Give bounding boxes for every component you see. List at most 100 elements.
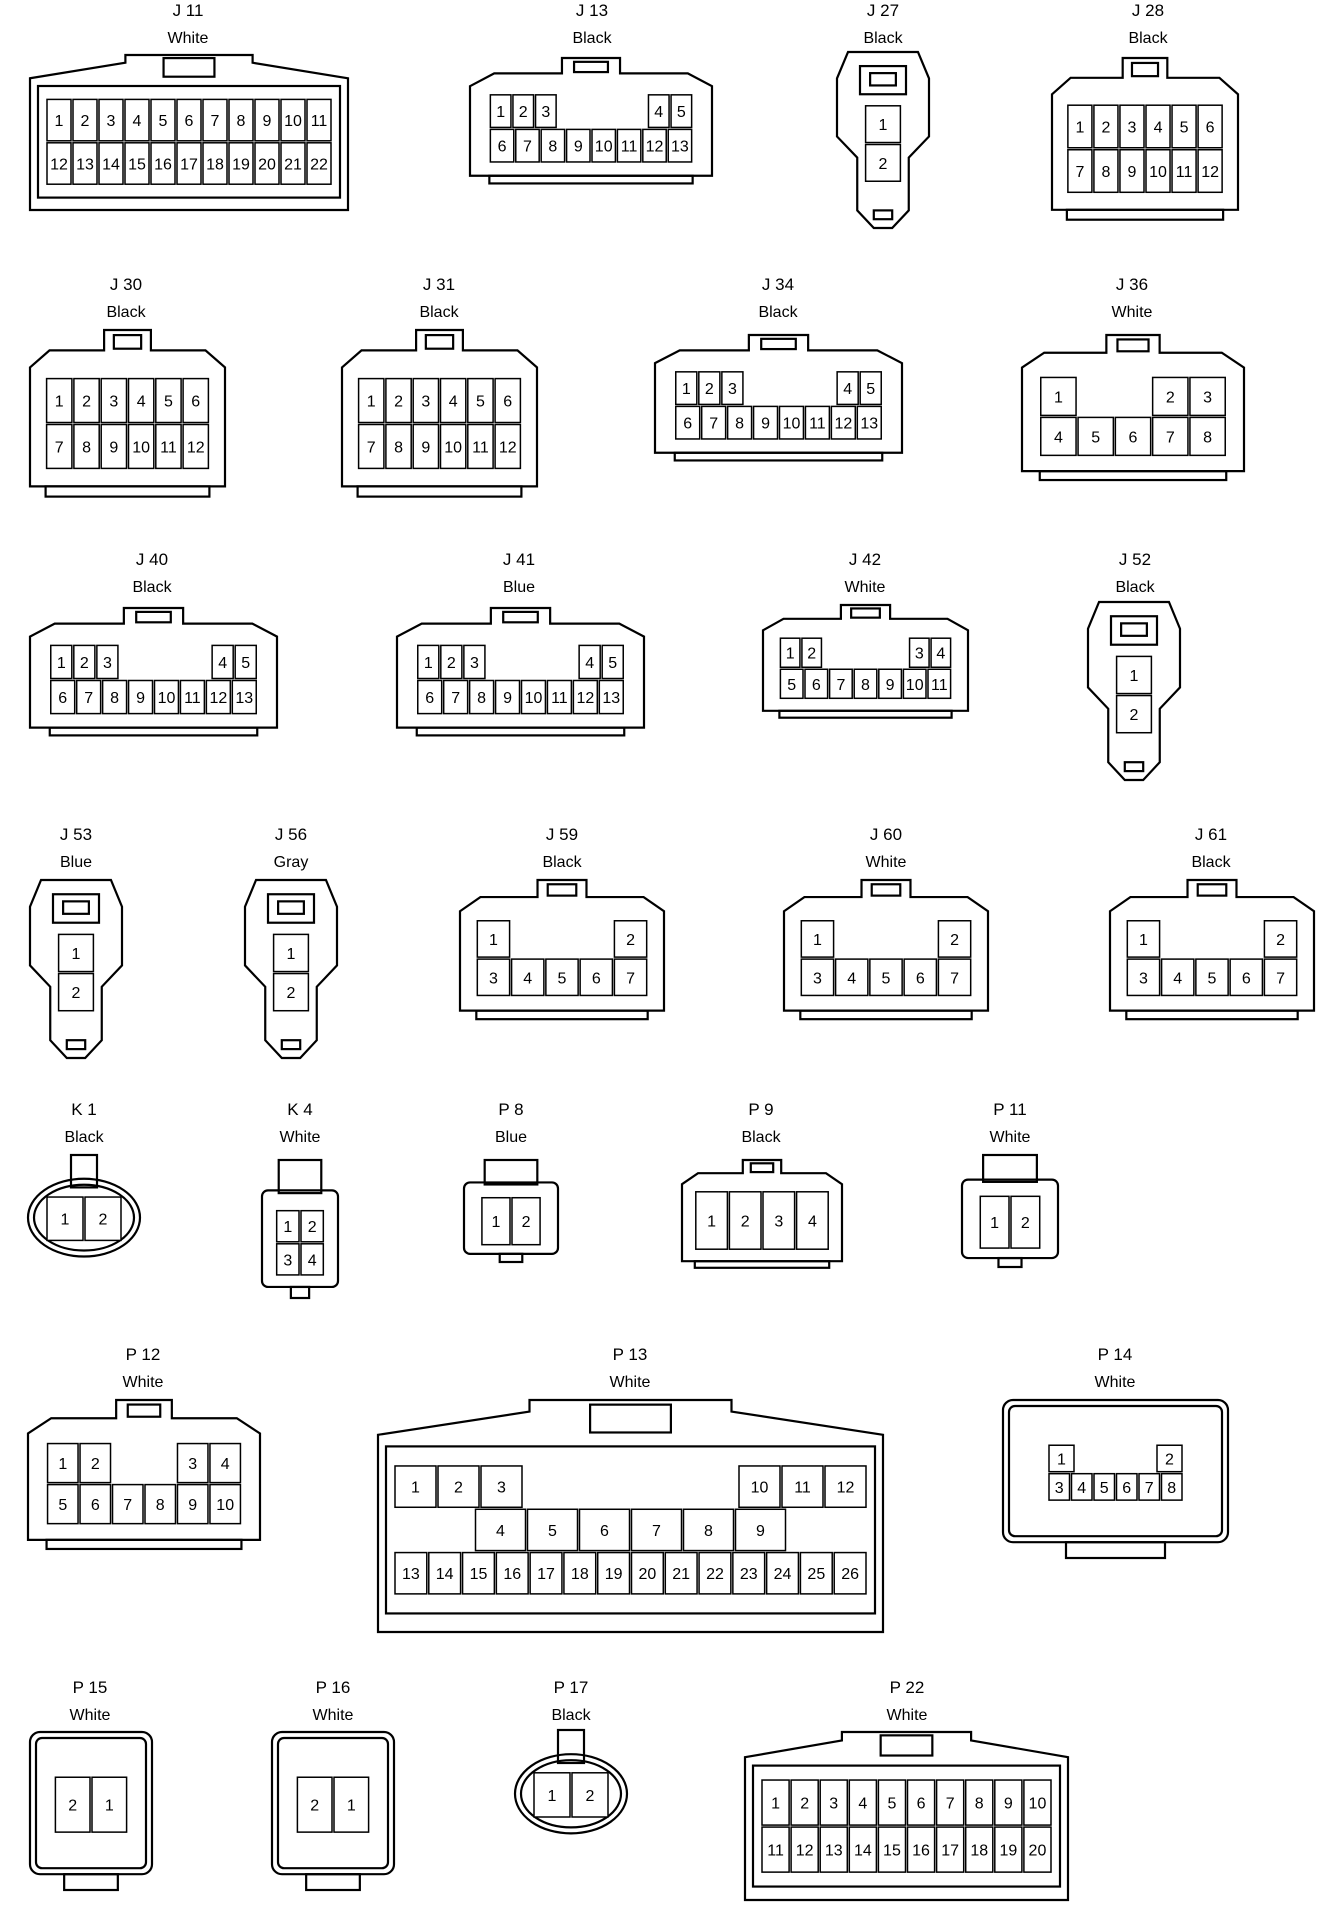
connector-j40-pin-cavity	[205, 679, 232, 715]
connector-j41-pin-number: 1	[424, 655, 433, 672]
connector-p13-pin-number: 8	[704, 1523, 713, 1540]
connector-j41-pin-number: 2	[447, 655, 456, 672]
connector-j13-pin-cavity	[540, 128, 566, 163]
connector-p13-pin-cavity	[732, 1551, 766, 1595]
connector-p12-pin-number: 8	[156, 1497, 165, 1514]
connector-k4-id: K 4	[287, 1100, 313, 1119]
connector-j11-pin-number: 2	[81, 113, 90, 130]
connector-j34-pin-number: 5	[866, 381, 875, 398]
connector-j41-pin-cavity	[417, 679, 443, 715]
connector-p12-color: White	[123, 1374, 164, 1391]
connector-j31-pin-cavity	[494, 423, 522, 470]
connector-j11-pin-cavity	[280, 98, 306, 142]
connector-p22-pin-cavity	[819, 1779, 849, 1826]
connector-p14-pin-number: 3	[1055, 1480, 1064, 1497]
connector-j41-pin-cavity	[598, 679, 624, 715]
connector-j30-pin-cavity	[155, 423, 182, 470]
connector-j11-pin-cavity	[124, 98, 150, 142]
connector-j30-pin-number: 11	[160, 439, 177, 456]
connector-j60-pin-cavity	[937, 958, 972, 997]
connector-j28-pin-cavity	[1119, 149, 1145, 194]
connector-j34-pin-number: 2	[705, 381, 714, 398]
connector-j11-pin-cavity	[280, 142, 306, 185]
connector-j36-color: White	[1112, 304, 1153, 321]
connector-k1-pin-cavity	[84, 1196, 122, 1242]
connector-p13-pin-number: 22	[706, 1566, 724, 1583]
connector-p12-pin-number: 9	[188, 1497, 197, 1514]
connector-j11-pin-number: 4	[133, 113, 142, 130]
connector-p13-pin-number: 24	[774, 1566, 792, 1583]
connector-j31-pin-number: 5	[476, 394, 485, 411]
connector-j30-pin-cavity	[45, 423, 73, 470]
connector-j34-pin-cavity	[698, 371, 721, 406]
connector-j41-pin-number: 4	[585, 655, 594, 672]
connector-j41-color: Blue	[503, 579, 535, 596]
connector-j28-pin-number: 8	[1101, 164, 1110, 181]
connector-j30-pin-number: 1	[55, 394, 64, 411]
connector-j60-pin-number: 3	[813, 970, 822, 987]
connector-j30-pin-cavity	[155, 377, 182, 424]
connector-j34-pin-number: 6	[683, 416, 692, 433]
connector-j40-color: Black	[132, 579, 172, 596]
connector-j28-pin-number: 7	[1075, 164, 1084, 181]
connector-p13-pin-cavity	[738, 1465, 781, 1509]
connector-p14-pin-number: 2	[1165, 1451, 1174, 1468]
connector-p12-pin-cavity	[144, 1483, 177, 1525]
connector-j11-pin-number: 3	[107, 113, 116, 130]
connector-p13-pin-cavity	[765, 1551, 800, 1595]
connector-j34-pin-cavity	[836, 371, 859, 406]
connector-p13-pin-number: 10	[751, 1480, 769, 1497]
connector-j28-pin-number: 9	[1128, 164, 1137, 181]
connector-j41-pin-cavity	[494, 679, 521, 715]
connector-j31-pin-number: 10	[444, 439, 462, 456]
connector-j30-pin-cavity	[73, 377, 100, 424]
connector-j13-pin-cavity	[489, 128, 515, 163]
connector-p13-pin-number: 1	[411, 1480, 420, 1497]
connector-j59-pin-cavity	[510, 958, 545, 997]
connector-p9-pin-number: 2	[741, 1214, 750, 1231]
connector-j11-housing	[28, 53, 350, 212]
connector-j40-pin-cavity	[75, 679, 102, 715]
connector-j11-pin-cavity	[254, 142, 280, 185]
connector-p12-pin-cavity	[176, 1483, 209, 1525]
connector-k1-pin-number: 2	[99, 1212, 108, 1229]
connector-j52-color: Black	[1115, 579, 1155, 596]
connector-p13-pin-cavity	[495, 1551, 529, 1595]
connector-p13-pin-number: 19	[605, 1566, 623, 1583]
connector-j42-pin-number: 2	[807, 646, 816, 663]
connector-j34-pin-cavity	[778, 405, 805, 440]
connector-j11-pin-number: 11	[311, 113, 328, 130]
connector-p22-pin-number: 17	[941, 1843, 959, 1860]
connector-p22-pin-cavity	[761, 1826, 790, 1873]
connector-j42-pin-cavity	[927, 668, 952, 700]
connector-p22-pin-cavity	[906, 1826, 936, 1873]
connector-p22-pin-number: 3	[829, 1796, 838, 1813]
connector-p13-pin-cavity	[529, 1551, 563, 1595]
connector-j31-pin-cavity	[467, 377, 494, 424]
connector-j41-pin-cavity	[578, 644, 601, 680]
connector-j36-pin-number: 3	[1203, 389, 1212, 406]
connector-j41-pin-number: 10	[525, 690, 543, 707]
connector-j31-pin-number: 12	[499, 439, 517, 456]
connector-p12-pin-cavity	[79, 1483, 112, 1525]
connector-j42-pin-cavity	[779, 668, 804, 700]
connector-p11-pin-cavity	[979, 1195, 1010, 1249]
connector-p22-pin-number: 4	[858, 1796, 867, 1813]
connector-p13-pin-cavity	[630, 1508, 683, 1552]
connector-j28-pin-number: 10	[1149, 164, 1167, 181]
connector-p22-pin-cavity	[790, 1826, 819, 1873]
connector-j61-pin-cavity	[1263, 958, 1298, 997]
connector-p14-pin-cavity	[1138, 1472, 1161, 1501]
connector-j36-pin-number: 8	[1203, 429, 1212, 446]
connector-p13-pin-number: 15	[470, 1566, 488, 1583]
connector-j60-pin-cavity	[834, 958, 869, 997]
connector-p11-pin-number: 2	[1021, 1215, 1030, 1232]
